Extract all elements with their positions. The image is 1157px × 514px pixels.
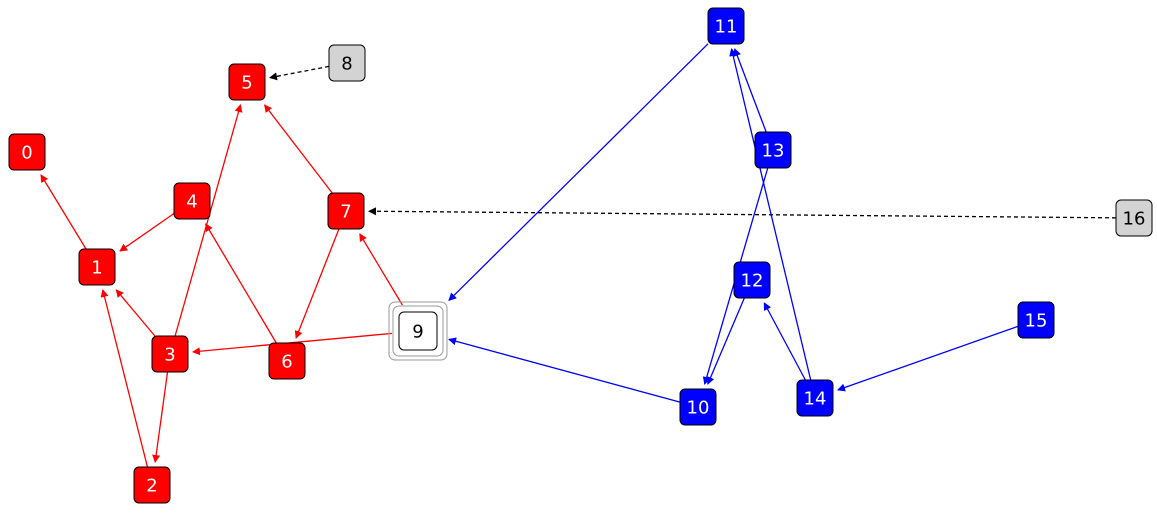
edge-16-to-7 <box>368 207 1117 219</box>
node-2[interactable]: 2 <box>133 466 171 504</box>
node-9-label: 9 <box>412 322 423 343</box>
node-2-label: 2 <box>146 476 157 497</box>
node-11[interactable]: 11 <box>707 7 745 45</box>
node-15-label: 15 <box>1025 311 1048 332</box>
node-6-label: 6 <box>281 352 292 373</box>
node-4-box <box>173 182 211 220</box>
node-10[interactable]: 10 <box>679 388 717 426</box>
node-16[interactable]: 16 <box>1115 199 1153 237</box>
node-9-selection-ring <box>388 301 448 361</box>
node-7-box <box>327 192 365 230</box>
edge-13-to-11 <box>733 48 767 133</box>
edge-7-to-6 <box>294 228 340 339</box>
edge-10-to-9 <box>448 337 681 403</box>
node-3-box <box>151 335 189 373</box>
node-11-box <box>707 7 745 45</box>
node-7-label: 7 <box>340 202 351 223</box>
node-10-box <box>679 388 717 426</box>
edge-11-to-9 <box>448 43 709 302</box>
node-12-label: 12 <box>741 271 764 292</box>
node-14-label: 14 <box>804 389 827 410</box>
node-12-box <box>733 261 771 299</box>
node-3[interactable]: 3 <box>151 335 189 373</box>
node-6-box <box>268 342 306 380</box>
node-16-box <box>1115 199 1153 237</box>
edge-15-to-14 <box>837 325 1019 392</box>
node-5[interactable]: 5 <box>228 63 266 101</box>
node-10-label: 10 <box>687 398 710 419</box>
node-9[interactable]: 9 <box>388 301 448 361</box>
edge-6-to-4 <box>205 223 277 344</box>
node-16-label: 16 <box>1123 209 1146 230</box>
edge-9-to-7 <box>359 233 403 306</box>
node-8-label: 8 <box>341 54 352 75</box>
edge-7-to-5 <box>264 104 333 194</box>
node-13[interactable]: 13 <box>754 131 792 169</box>
node-15-box <box>1017 301 1055 339</box>
node-13-box <box>754 131 792 169</box>
edge-1-to-0 <box>40 174 87 250</box>
node-14[interactable]: 14 <box>796 379 834 417</box>
node-15[interactable]: 15 <box>1017 301 1055 339</box>
node-0-box <box>8 133 46 171</box>
node-0[interactable]: 0 <box>8 133 46 171</box>
node-9-selection-ring <box>392 305 444 357</box>
node-0-label: 0 <box>21 143 32 164</box>
node-11-label: 11 <box>715 17 738 38</box>
edge-14-to-12 <box>763 302 806 381</box>
edge-3-to-1 <box>115 289 156 337</box>
edge-4-to-1 <box>119 212 175 252</box>
node-5-label: 5 <box>241 73 252 94</box>
node-1-box <box>78 248 116 286</box>
node-3-label: 3 <box>164 345 175 366</box>
node-13-label: 13 <box>762 141 785 162</box>
node-5-box <box>228 63 266 101</box>
node-12[interactable]: 12 <box>733 261 771 299</box>
node-14-box <box>796 379 834 417</box>
node-8-box <box>328 44 366 82</box>
node-1-label: 1 <box>91 258 102 279</box>
edge-3-to-5 <box>174 104 243 337</box>
node-2-box <box>133 466 171 504</box>
node-4-label: 4 <box>186 192 197 213</box>
node-1[interactable]: 1 <box>78 248 116 286</box>
edge-12-to-10 <box>706 297 745 385</box>
node-9-box <box>398 311 438 351</box>
edge-14-to-11 <box>729 48 812 381</box>
node-4[interactable]: 4 <box>173 182 211 220</box>
node-6[interactable]: 6 <box>268 342 306 380</box>
node-7[interactable]: 7 <box>327 192 365 230</box>
node-8[interactable]: 8 <box>328 44 366 82</box>
edge-2-to-1 <box>100 289 149 468</box>
edge-3-to-2 <box>152 371 169 463</box>
edge-8-to-5 <box>269 65 330 81</box>
edges-layer <box>40 43 1117 468</box>
